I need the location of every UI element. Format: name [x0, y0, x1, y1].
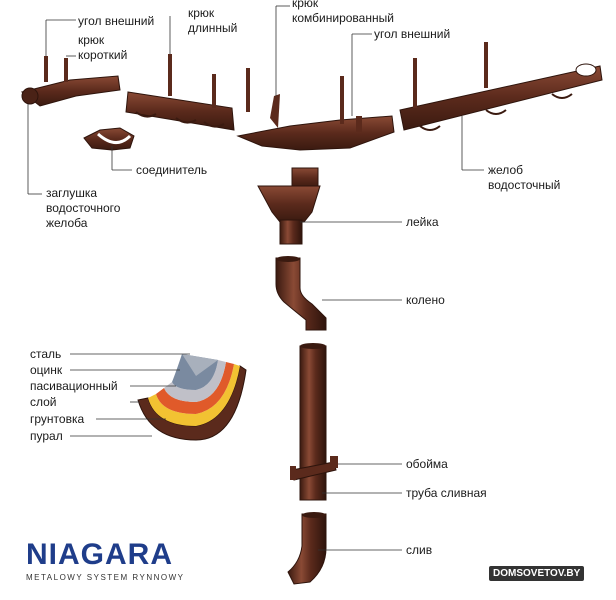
label-elbow: колено — [406, 293, 445, 307]
gutter-long-right — [399, 63, 603, 131]
label-end-cap: заглушка водосточного желоба — [46, 186, 121, 230]
label-layer-zinc: оцинк — [30, 363, 63, 377]
label-corner-outer-right: угол внешний — [374, 27, 451, 41]
pipe-clamp — [290, 456, 338, 481]
label-connector: соединитель — [136, 163, 208, 177]
leader-lines — [27, 5, 484, 551]
label-outlet: слив — [406, 543, 433, 557]
label-layer-passivation: пасивационный — [30, 379, 118, 393]
brand-logo: NIAGARA METALOWY SYSTEM RYNNOWY — [26, 538, 185, 583]
label-hook-long: крюк длинный — [188, 6, 238, 35]
label-hook-short: крюк короткий — [78, 33, 128, 62]
label-gutter: желоб водосточный — [488, 163, 561, 192]
elbow — [275, 256, 327, 331]
gutter-connector — [83, 127, 135, 151]
label-clamp: обойма — [406, 457, 448, 471]
watermark-badge: DOMSOVETOV.BY — [489, 566, 585, 581]
gutter-left-corner — [20, 75, 121, 107]
label-layer-pural: пурал — [30, 429, 63, 443]
label-corner-outer-left: угол внешний — [78, 14, 155, 28]
gutter-cross-section — [137, 354, 247, 441]
label-layer-layer: слой — [30, 395, 57, 409]
hook-long — [168, 54, 250, 112]
funnel — [257, 167, 321, 245]
hook-combined — [270, 42, 488, 132]
gutter-center-corner — [236, 115, 395, 151]
gutter-long-left — [125, 91, 235, 131]
label-hook-combined: крюк комбинированный — [292, 0, 394, 25]
brand-name: NIAGARA — [26, 538, 173, 571]
label-layer-steel: сталь — [30, 347, 62, 361]
outlet-spout — [287, 512, 327, 585]
label-downpipe: труба сливная — [406, 486, 487, 500]
hook-short — [44, 56, 68, 82]
label-funnel: лейка — [406, 215, 439, 229]
brand-tagline: METALOWY SYSTEM RYNNOWY — [26, 573, 185, 582]
label-layer-primer: грунтовка — [30, 412, 85, 426]
